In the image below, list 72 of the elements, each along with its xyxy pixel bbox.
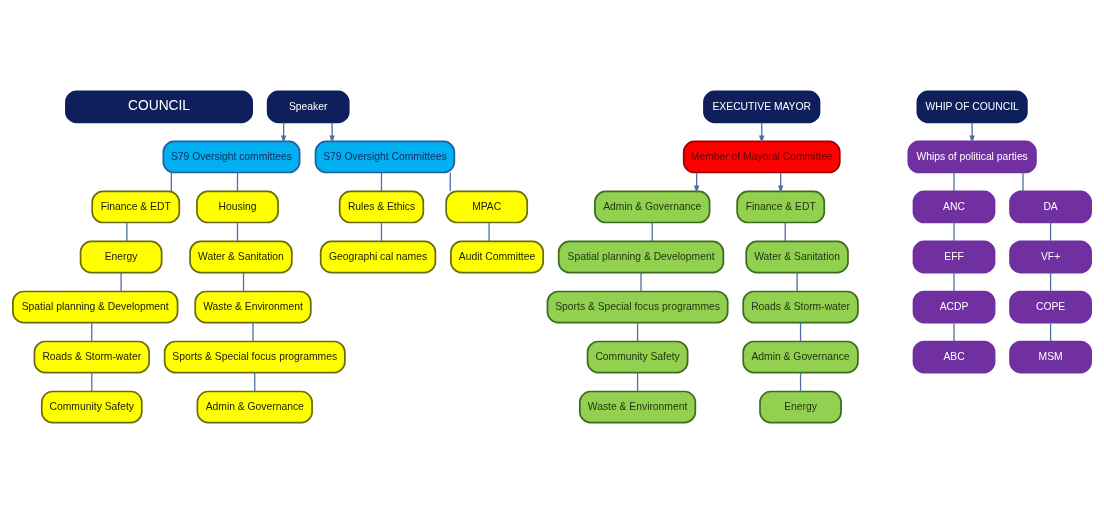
node-box: Finance & EDT (91, 190, 181, 223)
connector (796, 271, 798, 292)
connector (799, 321, 802, 342)
node-box: EXECUTIVE MAYOR (703, 90, 821, 123)
node-box: Admin & Governance (594, 190, 711, 223)
connector (640, 271, 642, 292)
node-box: Admin & Governance (742, 340, 859, 373)
node-box: Water & Sanitation (745, 240, 849, 273)
node-box: S79 Oversight committees (162, 140, 301, 173)
connector (91, 371, 93, 392)
node-box: Sports & Special focus programmes (163, 340, 346, 373)
node-box: EFF (912, 240, 996, 273)
connector (953, 271, 955, 292)
node-box: COPE (1009, 290, 1092, 323)
node-box: Spatial planning & Development (557, 240, 725, 273)
connector (1022, 171, 1024, 192)
connector (1049, 271, 1052, 292)
node-box: Whips of political parties (907, 140, 1037, 173)
connector (254, 371, 256, 392)
connector (170, 171, 172, 192)
connector (488, 221, 490, 242)
node-box: WHIP OF COUNCIL (916, 90, 1028, 123)
node-box: Rules & Ethics (338, 190, 425, 223)
node-box: ABC (912, 340, 996, 373)
node-box: DA (1009, 190, 1092, 223)
node-box: MSM (1009, 340, 1092, 373)
node-box: COUNCIL (65, 90, 253, 123)
connector (236, 171, 239, 192)
connector (120, 271, 122, 292)
connector (953, 321, 955, 342)
node-box: Geographi cal names (319, 240, 437, 273)
node-box: Community Safety (40, 390, 143, 423)
connector (636, 321, 639, 342)
node-box: Housing (196, 190, 279, 223)
connector (636, 371, 639, 392)
node-box: Audit Committee (450, 240, 544, 273)
node-box: Finance & EDT (736, 190, 826, 223)
node-box: Energy (759, 390, 842, 423)
connector (91, 321, 93, 342)
connector (1049, 221, 1052, 242)
node-box: Member of Mayoral Committee (682, 140, 841, 173)
connector (651, 221, 653, 242)
node-box: Spatial planning & Development (12, 290, 179, 323)
connector (953, 221, 955, 242)
node-box: Water & Sanitation (189, 240, 293, 273)
node-box: Community Safety (586, 340, 689, 373)
node-box: S79 Oversight Committees (314, 140, 456, 173)
node-box: Admin & Governance (196, 390, 313, 423)
node-box: Speaker (266, 90, 350, 123)
arrow (969, 121, 975, 143)
connector (236, 221, 239, 242)
node-box: MPAC (445, 190, 529, 223)
node-box: VF+ (1009, 240, 1092, 273)
arrow (329, 121, 335, 143)
node-box: Energy (79, 240, 163, 273)
connector (1049, 321, 1052, 342)
connector (126, 221, 128, 242)
node-box: Waste & Environment (578, 390, 697, 423)
node-box: ACDP (912, 290, 996, 323)
connector (449, 171, 451, 192)
connector (242, 271, 245, 292)
connector (799, 371, 802, 392)
connector (380, 221, 383, 242)
node-box: Roads & Storm-water (742, 290, 859, 323)
connector (252, 321, 254, 342)
node-box: Sports & Special focus programmes (546, 290, 729, 323)
node-box: Waste & Environment (194, 290, 312, 323)
node-box: ANC (912, 190, 996, 223)
connector (380, 171, 383, 192)
connector (953, 171, 955, 192)
node-box: Roads & Storm-water (33, 340, 150, 373)
connector (784, 221, 786, 242)
